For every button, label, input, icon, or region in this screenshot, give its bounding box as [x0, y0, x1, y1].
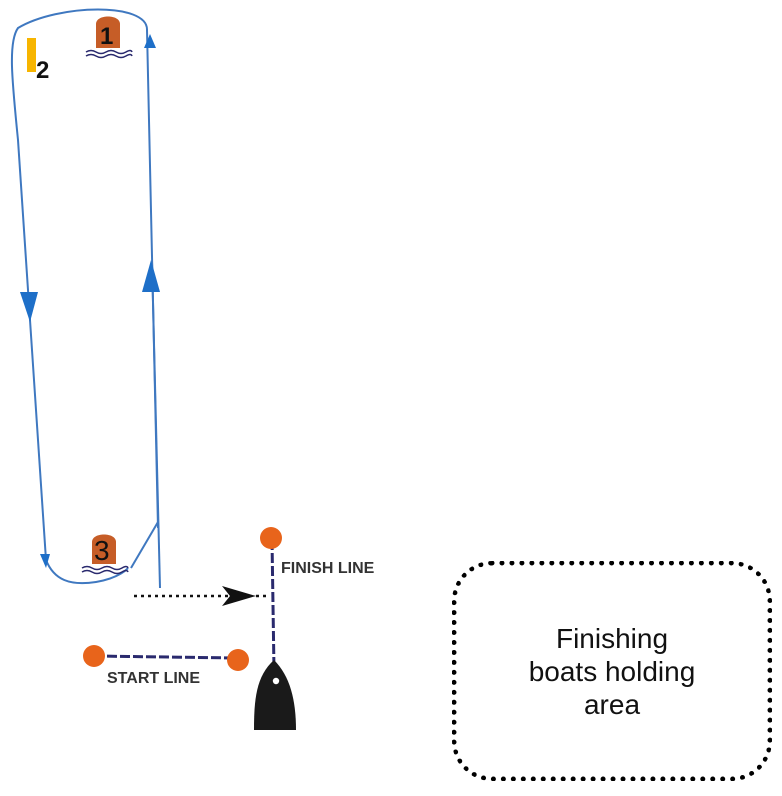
start-line-dashes: [93, 654, 237, 660]
mark-1-label: 1: [100, 23, 113, 50]
holding-area-line-2: boats holding: [528, 655, 696, 687]
holding-area-line-3: area: [583, 688, 641, 720]
holding-area-box: Finishing boats holding area: [452, 561, 772, 781]
course-route-second-leg: [151, 261, 161, 589]
committee-boat-icon: [254, 660, 296, 730]
finish-line-dashes: [270, 539, 276, 671]
holding-area-line-1: Finishing: [555, 622, 669, 654]
start-inner-buoy-icon: [227, 649, 249, 671]
course-route-line: [10, 8, 159, 585]
upwind-arrow-icon: [142, 260, 160, 292]
mark-2-flag-icon: [27, 38, 36, 72]
mark-1-buoy-icon: [85, 16, 133, 59]
upwind-arrow-icon: [144, 34, 156, 48]
mark-3-label: 3: [94, 535, 110, 566]
finish-pin-buoy-icon: [260, 527, 282, 549]
finish-approach-arrow-icon: [222, 586, 256, 606]
finish-line-label: FINISH LINE: [281, 560, 375, 577]
start-line-label: START LINE: [107, 670, 200, 687]
course-route-rounding: [130, 521, 159, 569]
downwind-arrow-icon: [40, 554, 50, 568]
mark-2-label: 2: [36, 57, 49, 84]
downwind-arrow-icon: [20, 292, 38, 322]
start-pin-buoy-icon: [83, 645, 105, 667]
mark-3-buoy-icon: [81, 534, 129, 575]
